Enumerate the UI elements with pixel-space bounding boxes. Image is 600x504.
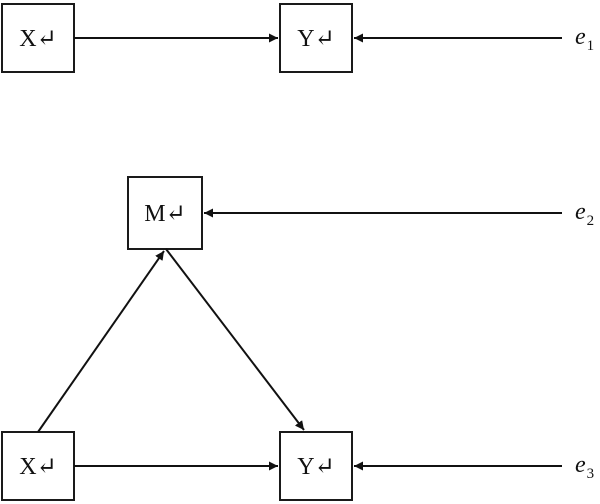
- error-term-e3: e3: [575, 452, 594, 482]
- node-x-bottom-box: [1, 431, 75, 501]
- error-term-e2: e2: [575, 199, 594, 229]
- node-y-top: Y↵: [279, 3, 353, 73]
- error-e2-subscript: 2: [587, 213, 595, 229]
- diagram-total-effect: X↵ Y↵ e1: [1, 3, 594, 73]
- error-term-e1: e1: [575, 24, 594, 54]
- error-e3-base: e: [575, 452, 586, 478]
- node-m: M↵: [127, 176, 203, 250]
- node-x-bottom-label: X↵: [19, 454, 56, 480]
- node-y-bottom-label: Y↵: [297, 454, 334, 480]
- node-y-bottom: Y↵: [279, 431, 353, 501]
- edge-m-to-y: [165, 248, 305, 431]
- node-x-top-label: X↵: [19, 26, 56, 52]
- error-e3-subscript: 3: [587, 466, 595, 482]
- error-e2-base: e: [575, 199, 586, 225]
- node-x-top-box: [1, 3, 75, 73]
- node-x-bottom: X↵: [1, 431, 75, 501]
- error-e1-subscript: 1: [587, 38, 595, 54]
- node-x-top: X↵: [1, 3, 75, 73]
- node-y-top-box: [279, 3, 353, 73]
- node-y-bottom-box: [279, 431, 353, 501]
- error-e1-base: e: [575, 24, 586, 50]
- diagram-mediation: M↵ X↵ Y↵ e2 e3: [1, 176, 594, 501]
- node-m-label: M↵: [144, 201, 185, 227]
- node-y-top-label: Y↵: [297, 26, 334, 52]
- edge-x-to-m: [37, 250, 165, 433]
- node-m-box: [127, 176, 203, 250]
